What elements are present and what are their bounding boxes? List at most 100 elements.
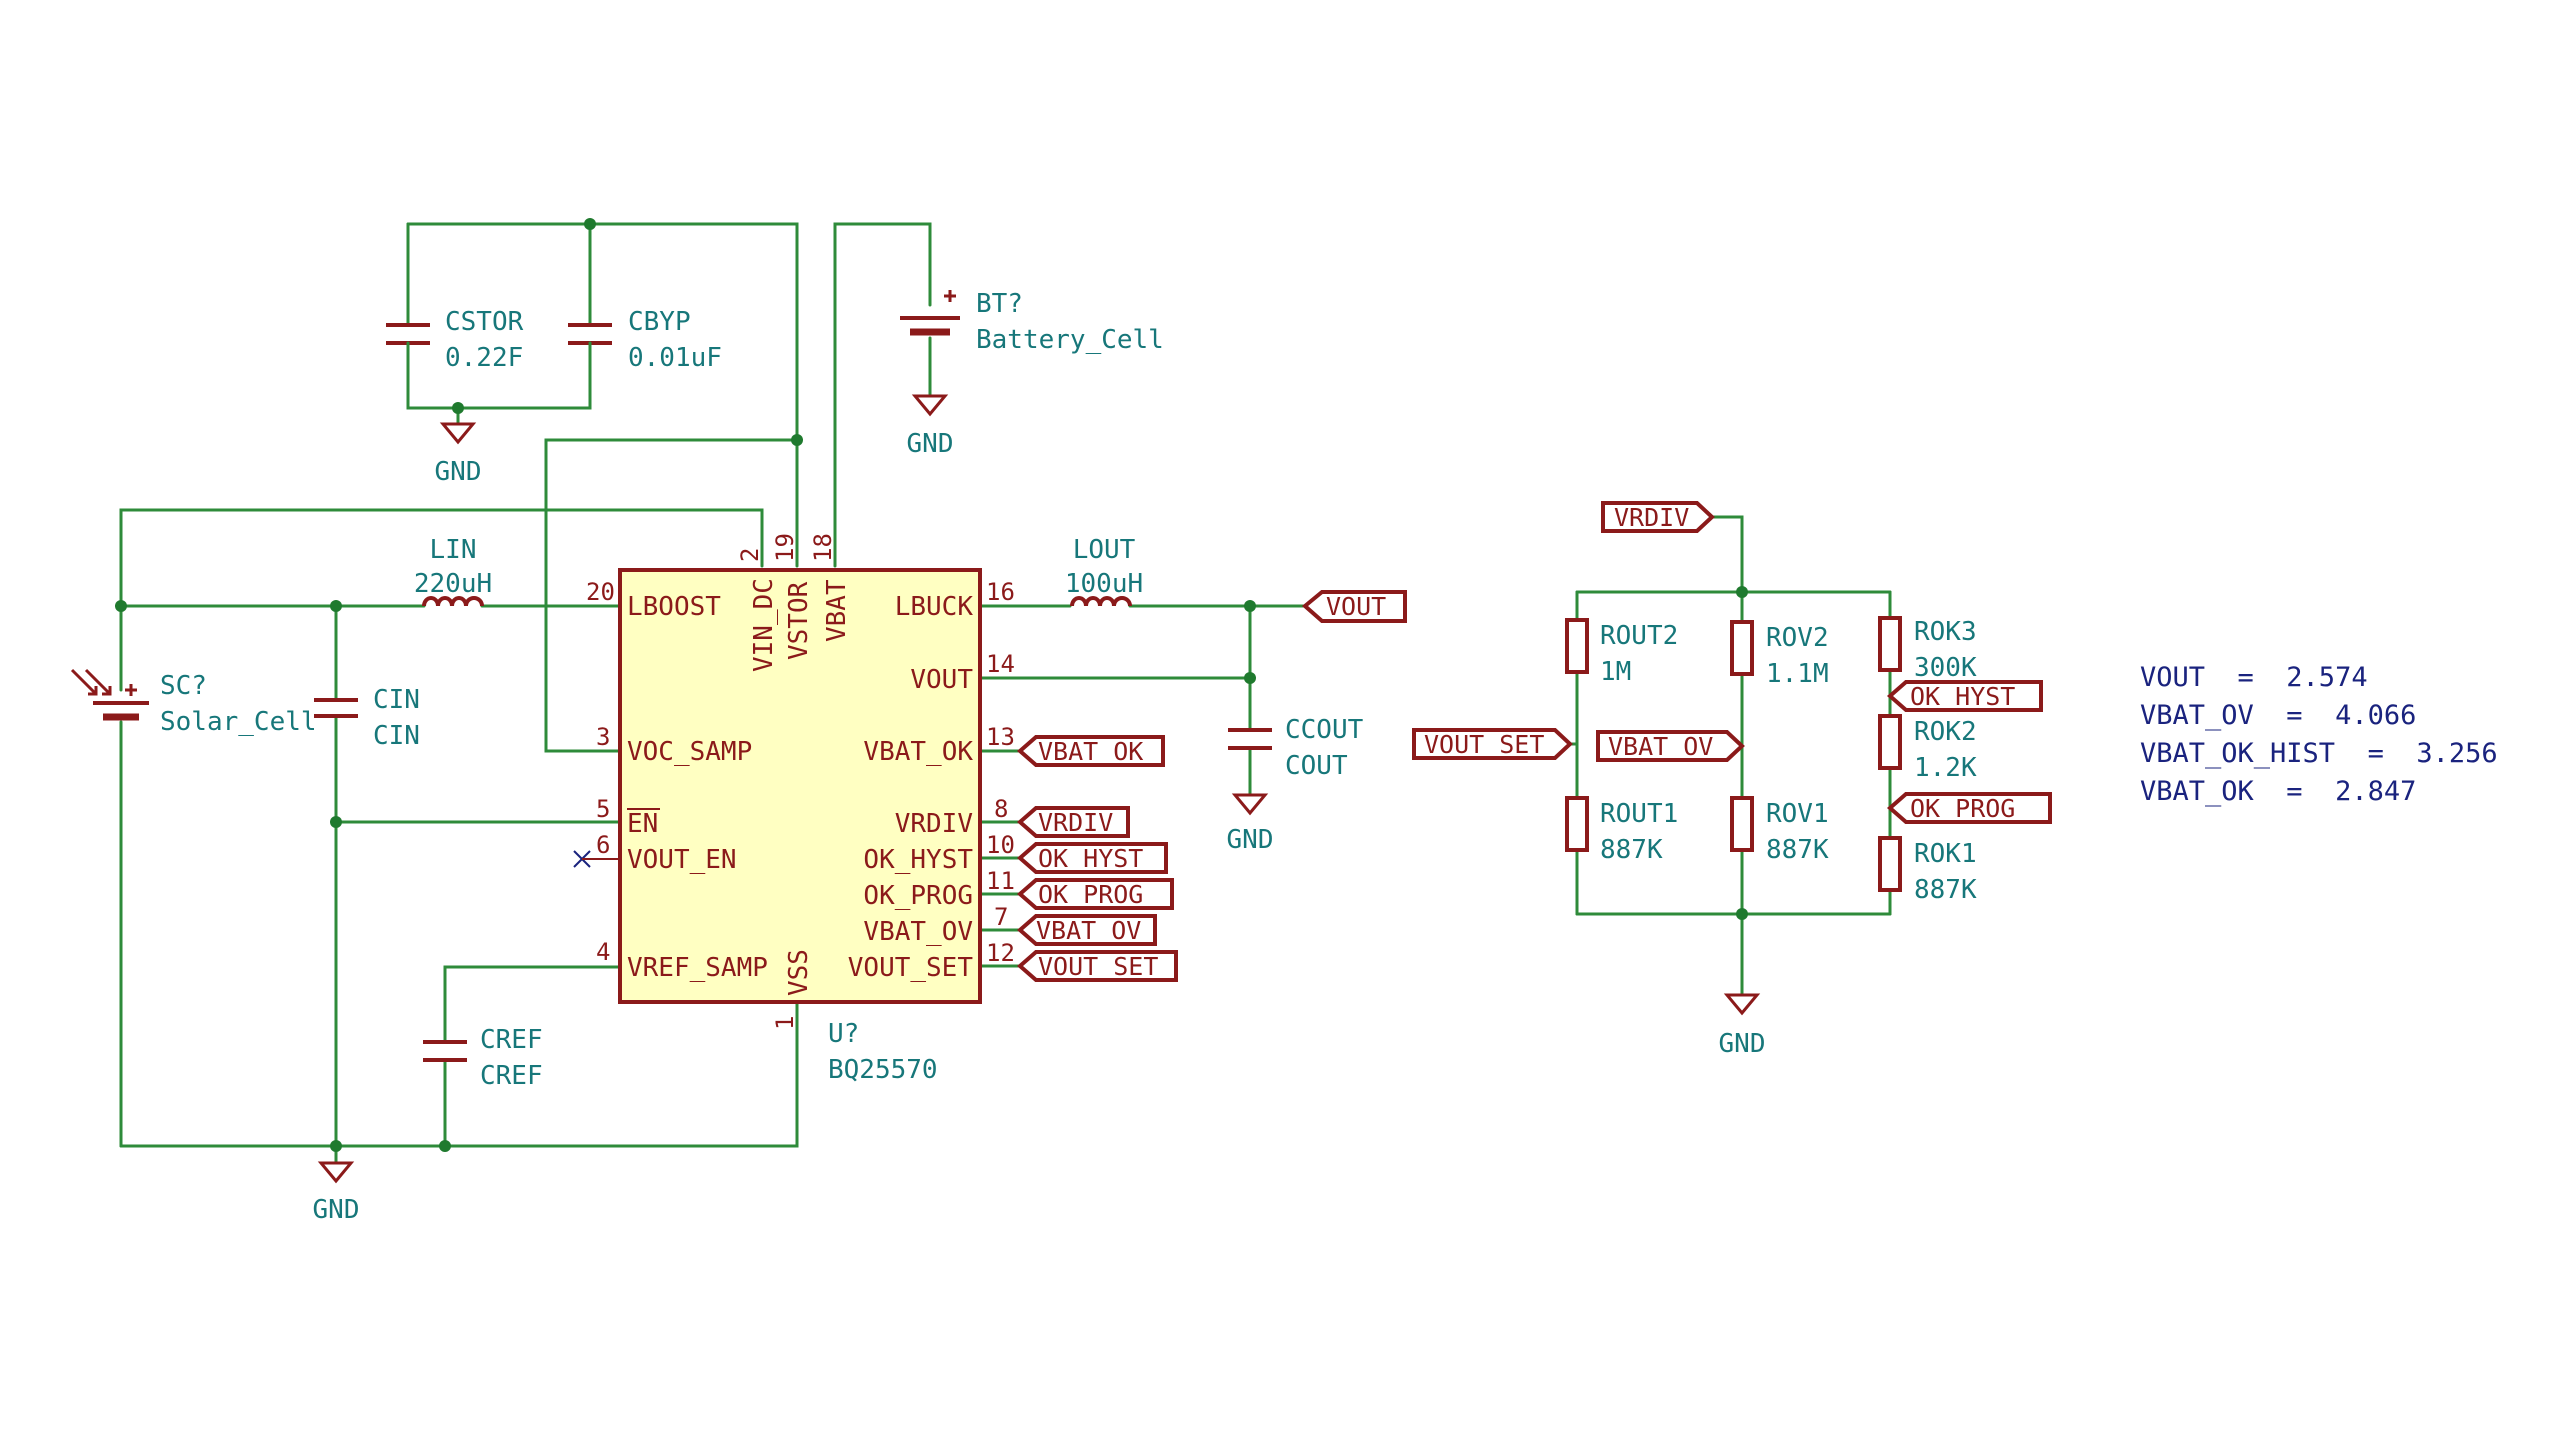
net-label-vbat-ok[interactable]: VBAT_OK (1016, 735, 1165, 767)
rok3-value: 300K (1914, 653, 1977, 683)
resistor-rout1[interactable]: ROUT1 887K (1565, 796, 1678, 865)
net-label-divider-ok-hyst[interactable]: OK_HYST (1886, 680, 2043, 712)
pin-number-1: 1 (771, 1016, 799, 1030)
net-label-text: OK_HYST (1910, 682, 2015, 711)
pin-name-vout-en: VOUT_EN (627, 845, 737, 875)
net-label-vout-set[interactable]: VOUT_SET (1016, 950, 1178, 982)
cstor-reference: CSTOR (445, 307, 524, 337)
capacitor-cin[interactable]: CIN CIN (314, 685, 420, 751)
lin-reference: LIN (430, 535, 477, 565)
pin-name-vout: VOUT (910, 665, 973, 695)
rout1-value: 887K (1600, 835, 1663, 865)
pin-name-en: EN (627, 809, 658, 839)
net-label-vout[interactable]: VOUT (1301, 590, 1407, 623)
net-label-text: OK_HYST (1038, 844, 1143, 873)
rout2-value: 1M (1600, 657, 1631, 687)
pin-name-vstor: VSTOR (784, 581, 814, 660)
pin-number-4: 4 (596, 938, 610, 966)
pin-name-voc-samp: VOC_SAMP (627, 737, 752, 767)
lin-value: 220uH (414, 569, 492, 599)
cin-reference: CIN (373, 685, 420, 715)
net-label-divider-vbat-ov[interactable]: VBAT_OV (1596, 730, 1745, 762)
net-label-vrdiv[interactable]: VRDIV (1016, 806, 1130, 838)
wires (119, 222, 1892, 1165)
capacitor-cstor[interactable]: CSTOR 0.22F (386, 307, 524, 373)
pin-number-3: 3 (596, 723, 610, 751)
pin-number-2: 2 (736, 548, 764, 562)
net-label-vbat-ov[interactable]: VBAT_OV (1016, 914, 1157, 946)
pin-number-19: 19 (771, 533, 799, 562)
net-label-text: OK_PROG (1910, 794, 2015, 823)
net-label-text: VOUT_SET (1424, 730, 1544, 759)
resistor-rok3[interactable]: ROK3 300K (1878, 616, 1977, 683)
net-label-divider-ok-prog[interactable]: OK_PROG (1886, 792, 2052, 824)
junctions (115, 218, 1748, 1152)
pin-number-7: 7 (994, 903, 1008, 931)
ground-symbol[interactable]: GND (313, 1161, 360, 1225)
ic-bq25570[interactable]: LBOOST VOC_SAMP EN VOUT_EN VREF_SAMP LBU… (573, 533, 1015, 1085)
pin-name-vss: VSS (784, 949, 814, 996)
calc-vout: VOUT = 2.574 (2140, 662, 2368, 693)
net-label-text: VOUT (1326, 592, 1386, 621)
pin-name-vbat: VBAT (822, 579, 852, 642)
rok3-reference: ROK3 (1914, 617, 1977, 647)
gnd-label: GND (1227, 825, 1274, 855)
net-label-text: VRDIV (1614, 503, 1689, 532)
net-label-text: OK_PROG (1038, 880, 1143, 909)
resistor-rout2[interactable]: ROUT2 1M (1565, 618, 1678, 687)
pin-number-11: 11 (986, 867, 1015, 895)
ground-symbol[interactable]: GND (1227, 793, 1274, 855)
cref-reference: CREF (480, 1025, 543, 1055)
net-label-ok-hyst[interactable]: OK_HYST (1016, 842, 1168, 874)
pin-name-vbat-ok: VBAT_OK (863, 737, 973, 767)
ic-body[interactable] (618, 568, 982, 1004)
capacitor-cbyp[interactable]: CBYP 0.01uF (568, 307, 722, 373)
junction-dot (452, 402, 464, 414)
solar-cell-value: Solar_Cell (160, 707, 317, 737)
gnd-label: GND (435, 457, 482, 487)
calc-vbat-ok-hist: VBAT_OK_HIST = 3.256 (2140, 738, 2498, 769)
battery-value: Battery_Cell (976, 325, 1164, 355)
pin-name-vbat-ov: VBAT_OV (863, 917, 973, 947)
ccout-reference: CCOUT (1285, 715, 1364, 745)
battery-cell[interactable]: BT? Battery_Cell (900, 289, 1164, 355)
net-label-divider-vrdiv[interactable]: VRDIV (1601, 501, 1715, 533)
net-label-ok-prog[interactable]: OK_PROG (1016, 878, 1174, 910)
capacitor-cref[interactable]: CREF CREF (423, 1025, 543, 1091)
junction-dot (791, 434, 803, 446)
ground-symbol[interactable]: GND (435, 422, 482, 487)
solar-cell-reference: SC? (160, 671, 207, 701)
gnd-label: GND (1719, 1029, 1766, 1059)
rout1-reference: ROUT1 (1600, 799, 1678, 829)
junction-dot (439, 1140, 451, 1152)
no-connect-marker (573, 850, 620, 868)
inductor-lout[interactable]: LOUT 100uH (1065, 535, 1143, 607)
cref-value: CREF (480, 1061, 543, 1091)
pin-number-16: 16 (986, 578, 1015, 606)
cbyp-reference: CBYP (628, 307, 691, 337)
solar-cell[interactable]: SC? Solar_Cell (70, 668, 317, 737)
pin-number-14: 14 (986, 650, 1015, 678)
junction-dot (330, 816, 342, 828)
capacitor-ccout[interactable]: CCOUT COUT (1228, 715, 1364, 781)
pin-number-13: 13 (986, 723, 1015, 751)
resistor-rok1[interactable]: ROK1 887K (1878, 836, 1977, 905)
junction-dot (1736, 908, 1748, 920)
junction-dot (115, 600, 127, 612)
gnd-label: GND (313, 1195, 360, 1225)
ground-symbol[interactable]: GND (1719, 993, 1766, 1059)
pin-name-ok-prog: OK_PROG (863, 881, 973, 911)
net-label-text: VBAT_OV (1608, 732, 1713, 761)
cbyp-value: 0.01uF (628, 343, 722, 373)
inductor-lin[interactable]: LIN 220uH (414, 535, 492, 607)
pin-number-12: 12 (986, 939, 1015, 967)
resistor-rov2[interactable]: ROV2 1.1M (1730, 620, 1829, 689)
ic-value: BQ25570 (828, 1055, 938, 1085)
resistor-rov1[interactable]: ROV1 887K (1730, 796, 1829, 865)
resistor-rok2[interactable]: ROK2 1.2K (1878, 714, 1977, 783)
ground-symbol[interactable]: GND (907, 394, 954, 459)
net-label-text: VOUT_SET (1038, 952, 1158, 981)
net-label-divider-vout-set[interactable]: VOUT_SET (1412, 728, 1573, 760)
net-label-text: VBAT_OK (1038, 737, 1143, 766)
